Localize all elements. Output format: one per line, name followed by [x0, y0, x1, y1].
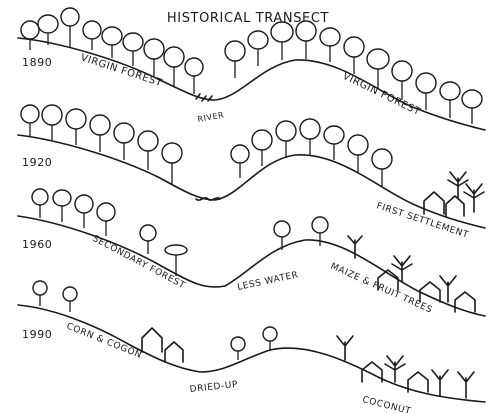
palm	[457, 371, 475, 399]
tree	[82, 20, 102, 50]
tree	[20, 20, 40, 50]
tree	[366, 48, 390, 88]
palm	[336, 335, 354, 361]
tree	[143, 38, 165, 76]
label-secondary-forest: SECONDARY FOREST	[91, 234, 187, 291]
river-mark	[195, 197, 221, 201]
tree	[37, 14, 59, 45]
landscape-1990	[32, 280, 475, 399]
palm	[463, 183, 485, 213]
tree	[161, 142, 183, 184]
house	[377, 269, 399, 291]
tree	[251, 129, 273, 166]
tree	[270, 21, 294, 60]
river-mark	[195, 93, 213, 102]
year-1960: 1960	[22, 238, 52, 251]
tree	[371, 148, 393, 186]
tree	[41, 104, 63, 140]
tree	[62, 286, 78, 312]
tree	[96, 202, 116, 236]
tree	[52, 189, 72, 222]
tree	[230, 144, 250, 178]
label-first-settlement: FIRST SETTLEMENT	[375, 201, 470, 240]
house	[141, 327, 163, 353]
house	[423, 191, 445, 215]
tree	[247, 30, 269, 66]
tree	[439, 81, 461, 118]
tree	[262, 326, 278, 350]
palm	[391, 255, 413, 283]
tree	[224, 40, 246, 78]
tree	[295, 20, 317, 59]
palm	[439, 275, 457, 303]
forest-1920	[20, 104, 393, 186]
tree	[391, 60, 413, 100]
forest-1890	[20, 7, 483, 124]
tree	[415, 72, 437, 110]
house	[445, 195, 465, 217]
house	[164, 341, 184, 363]
tree	[20, 104, 40, 136]
tree	[230, 336, 246, 360]
palm	[347, 235, 363, 259]
palm	[447, 171, 469, 199]
tree	[275, 120, 297, 158]
tree	[311, 216, 329, 246]
house	[419, 281, 441, 303]
house	[454, 291, 476, 313]
tree	[164, 244, 188, 276]
tree	[122, 32, 144, 66]
ground-1890	[17, 37, 486, 131]
tree	[60, 7, 80, 48]
palm	[384, 355, 406, 383]
tree	[163, 46, 185, 86]
tree	[65, 108, 87, 145]
tree	[347, 134, 369, 172]
tree	[184, 57, 204, 94]
label-corn-cogon: CORN & COGON	[65, 322, 143, 361]
forest-1960	[31, 188, 476, 313]
palm	[431, 369, 449, 397]
tree	[323, 125, 345, 160]
tree	[299, 118, 321, 156]
year-1990: 1990	[22, 328, 52, 341]
river-marks	[195, 93, 221, 201]
tree	[113, 122, 135, 160]
label-river: RIVER	[197, 110, 225, 124]
tree	[319, 27, 341, 62]
year-1920: 1920	[22, 156, 52, 169]
tree	[139, 224, 157, 254]
figure-title: HISTORICAL TRANSECT	[167, 11, 329, 26]
label-coconut: COCONUT	[361, 395, 412, 414]
ground-1920	[17, 134, 486, 229]
tree	[461, 89, 483, 124]
label-less-water: LESS WATER	[237, 270, 300, 293]
tree	[31, 188, 49, 218]
tree	[343, 36, 365, 74]
house	[361, 361, 383, 383]
settlement-1920	[423, 171, 485, 217]
tree	[273, 220, 291, 250]
tree	[101, 26, 123, 58]
house	[407, 371, 429, 393]
tree	[74, 194, 94, 228]
tree	[89, 114, 111, 152]
year-1890: 1890	[22, 56, 52, 69]
tree	[137, 130, 159, 170]
label-dried-up: DRIED-UP	[189, 380, 238, 395]
ground-1990	[17, 304, 486, 403]
tree	[32, 280, 48, 306]
